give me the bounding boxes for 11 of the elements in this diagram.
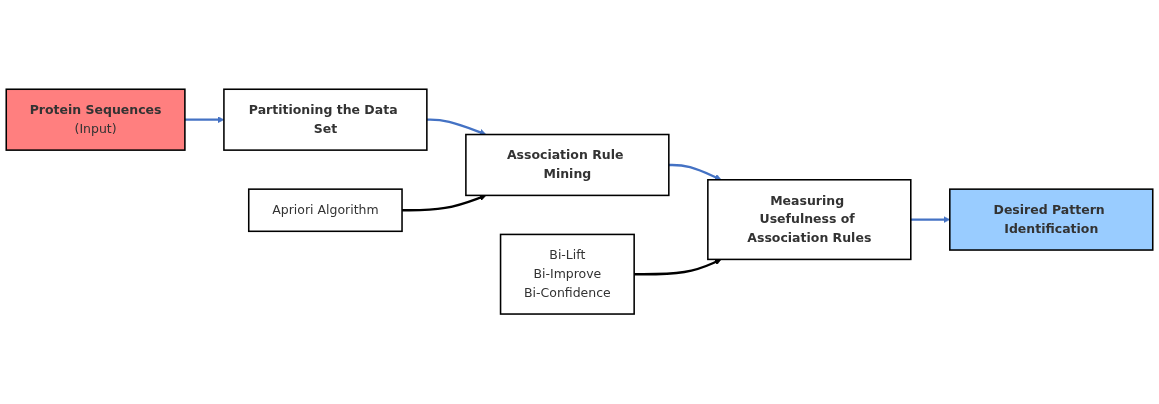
arrow [426, 118, 487, 136]
node-box: Protein Sequences (Input) [5, 88, 186, 152]
node-box: Bi-Lift Bi-Improve Bi-Confidence [499, 234, 635, 316]
arrow [668, 164, 722, 181]
node-box: Desired Pattern Identification [949, 188, 1154, 252]
node-box: Apriori Algorithm [247, 188, 403, 233]
node-box: Association Rule Mining [465, 134, 670, 197]
node-box: Measuring Usefulness of Association Rules [707, 179, 912, 261]
arrow [634, 259, 722, 276]
arrow [402, 194, 487, 212]
node-box: Partitioning the Data Set [223, 88, 428, 152]
